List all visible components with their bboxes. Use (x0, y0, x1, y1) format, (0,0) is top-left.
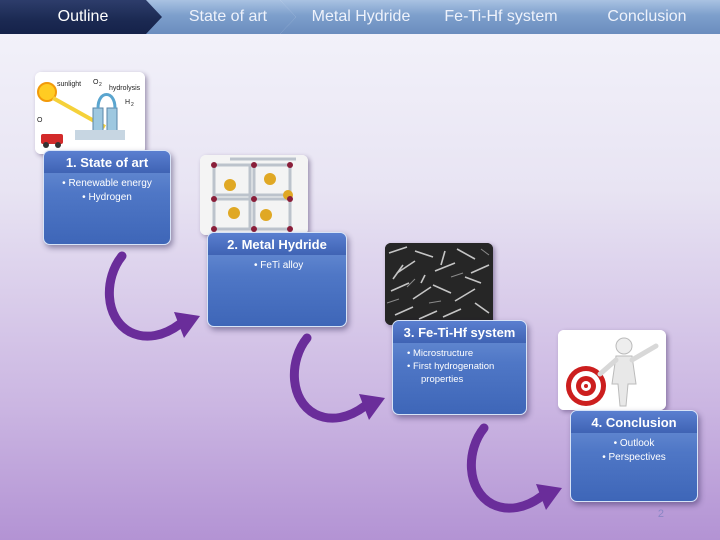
step-card-metal-hydride[interactable]: 2. Metal Hydride FeTi alloy (207, 232, 347, 327)
card-bullets: Microstructure First hydrogenation prope… (407, 347, 518, 386)
curved-arrow-icon (105, 251, 200, 341)
card-title: 4. Conclusion (571, 411, 697, 433)
card-title: 2. Metal Hydride (208, 233, 346, 255)
crystal-lattice-icon (200, 155, 308, 235)
nav-step-metal-hydride[interactable]: Metal Hydride (280, 0, 428, 34)
nav-step-fe-ti-hf-system[interactable]: Fe-Ti-Hf system (410, 0, 578, 34)
card-title: 3. Fe-Ti-Hf system (393, 321, 526, 343)
bullet-item: Renewable energy (44, 177, 170, 191)
hydrolysis-label: hydrolysis (109, 85, 141, 92)
metal-hydride-lattice-illustration (200, 155, 308, 235)
step-card-conclusion[interactable]: 4. Conclusion Outlook Perspectives (570, 410, 698, 502)
page-number: 2 (657, 508, 664, 520)
card-bullets: Outlook Perspectives (571, 437, 697, 465)
nav-step-label: Conclusion (607, 8, 687, 25)
o-label: O (37, 117, 43, 124)
card-bullets: FeTi alloy (254, 259, 346, 273)
oxygen-label: O (93, 79, 99, 86)
nav-step-state-of-art[interactable]: State of art (146, 0, 296, 34)
hydrogen-cycle-icon: sunlight O 2 hydrolysis H 2 O (35, 72, 145, 154)
hydrogen-cycle-illustration: sunlight O 2 hydrolysis H 2 O (35, 72, 145, 154)
bullet-item: Microstructure (407, 347, 518, 360)
nav-step-outline[interactable]: Outline (0, 0, 166, 34)
conclusion-target-illustration (558, 330, 666, 410)
step-card-state-of-art[interactable]: 1. State of art Renewable energy Hydroge… (43, 150, 171, 245)
sunlight-label: sunlight (57, 81, 81, 88)
nav-step-label: Metal Hydride (311, 8, 411, 25)
micrograph-icon (385, 243, 493, 325)
nav-step-conclusion[interactable]: Conclusion (560, 0, 720, 34)
bullet-item: First hydrogenation properties (407, 360, 518, 386)
microstructure-micrograph (385, 243, 493, 325)
nav-step-label: State of art (188, 8, 268, 25)
bullet-item: FeTi alloy (254, 259, 346, 273)
bullet-item: Hydrogen (44, 191, 170, 205)
step-card-fe-ti-hf-system[interactable]: 3. Fe-Ti-Hf system Microstructure First … (392, 320, 527, 415)
card-bullets: Renewable energy Hydrogen (44, 177, 170, 205)
hydrogen-label: H (125, 99, 130, 106)
hydrogen-subscript: 2 (131, 102, 134, 108)
nav-step-label: Fe-Ti-Hf system (444, 8, 558, 25)
card-title: 1. State of art (44, 151, 170, 173)
nav-step-label: Outline (57, 8, 109, 25)
oxygen-subscript: 2 (99, 82, 102, 88)
bullet-item: Outlook (571, 437, 697, 451)
outline-navigation: Outline State of art Metal Hydride Fe-Ti… (0, 0, 720, 36)
curved-arrow-icon (290, 333, 385, 423)
curved-arrow-icon (467, 423, 562, 513)
bullet-item: Perspectives (571, 451, 697, 465)
target-icon (558, 330, 666, 410)
